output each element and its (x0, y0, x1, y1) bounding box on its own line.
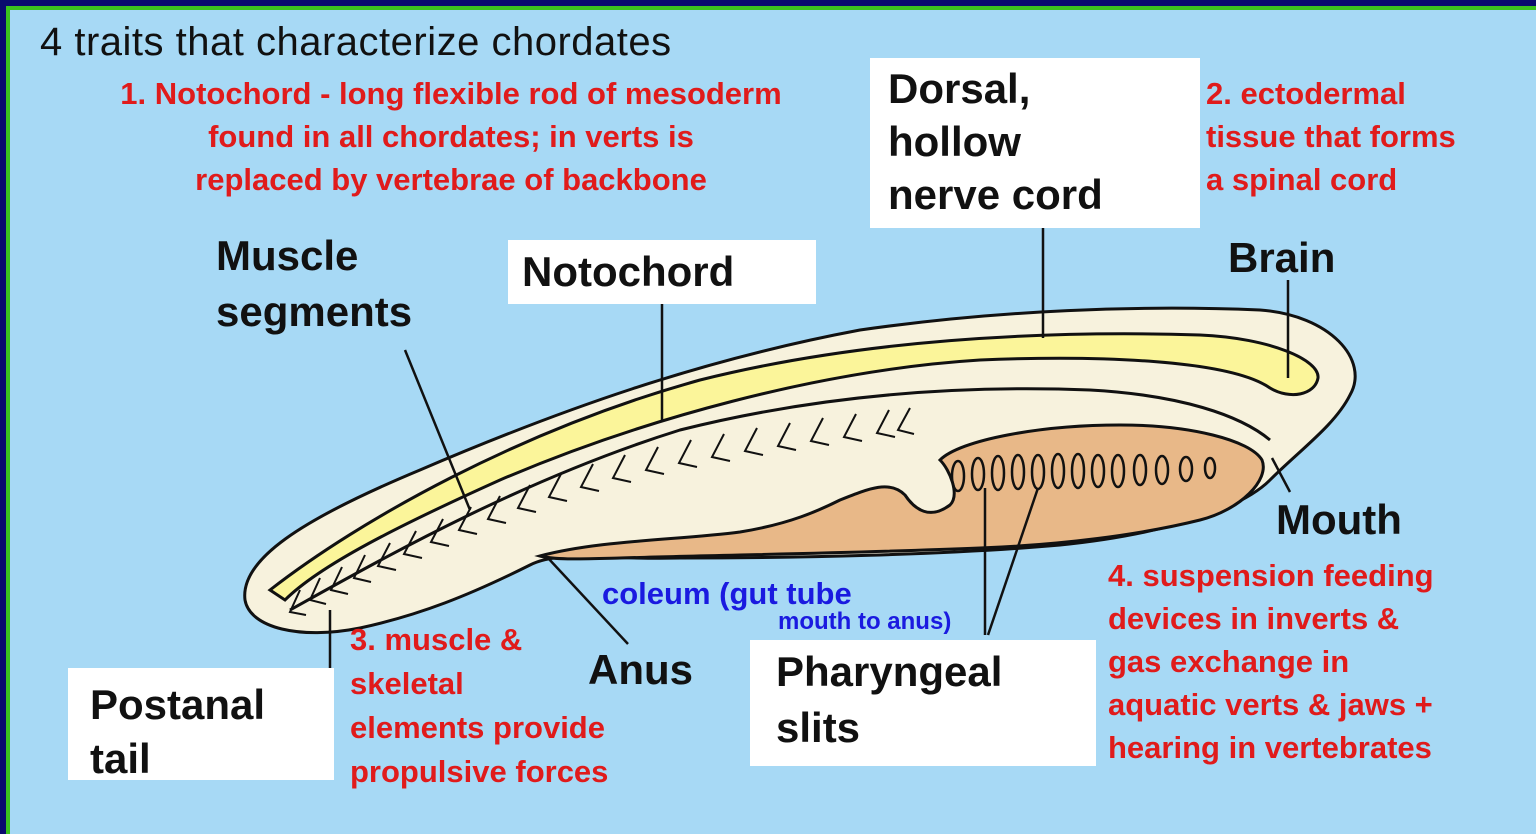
dorsal-nerve-cord-label: Dorsal, hollow nerve cord (888, 62, 1103, 221)
pharyngeal-slits-label: Pharyngeal slits (776, 644, 1002, 756)
trait-2-text: 2. ectodermal tissue that forms a spinal… (1206, 72, 1456, 201)
page-title: 4 traits that characterize chordates (40, 20, 672, 65)
trait-4-text: 4. suspension feeding devices in inverts… (1108, 554, 1434, 769)
trait-1-text: 1. Notochord - long flexible rod of meso… (66, 72, 836, 201)
brain-label: Brain (1228, 230, 1335, 286)
muscle-segments-label: Muscle segments (216, 228, 412, 340)
coleum-label: coleum (gut tube (602, 576, 852, 612)
anus-label: Anus (588, 642, 693, 698)
mouth-label: Mouth (1276, 492, 1402, 548)
postanal-tail-label: Postanal tail (90, 678, 265, 786)
coleum-sublabel: mouth to anus) (778, 608, 951, 636)
notochord-label: Notochord (522, 244, 734, 300)
trait-3-text: 3. muscle & skeletal elements provide pr… (350, 618, 608, 794)
